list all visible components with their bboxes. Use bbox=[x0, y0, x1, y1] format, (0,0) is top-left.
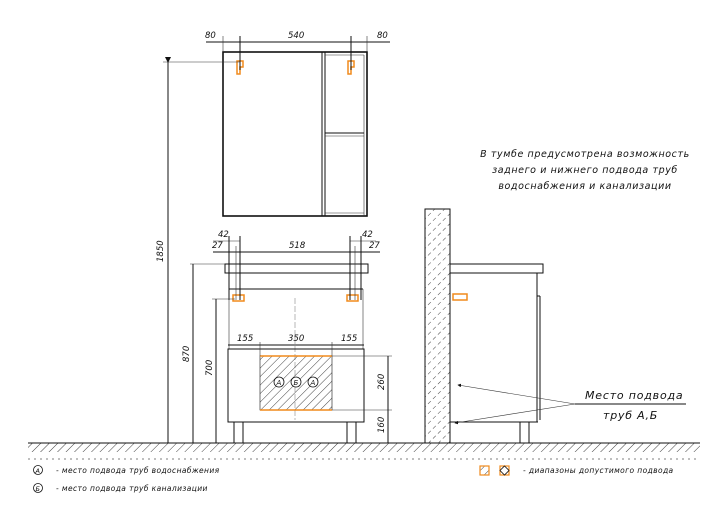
dim-total-height-group: 1850 bbox=[156, 57, 240, 443]
svg-text:Б: Б bbox=[36, 485, 41, 493]
dim-zone-right: 155 bbox=[341, 334, 357, 344]
marker-a-right: А bbox=[307, 376, 319, 388]
legend: А - место подвода труб водоснабжения Б -… bbox=[33, 465, 674, 493]
diamond-range-icon bbox=[499, 465, 510, 476]
vanity-front: А Б А bbox=[224, 263, 369, 444]
mirror-cabinet bbox=[222, 51, 368, 217]
dim-vanity-right-outer: 42 bbox=[362, 230, 373, 240]
marker-b: Б bbox=[290, 376, 302, 388]
svg-text:Б: Б bbox=[294, 379, 299, 387]
dim-zone-height: 260 bbox=[377, 374, 387, 390]
legend-marker-b: Б bbox=[33, 483, 43, 493]
svg-text:А: А bbox=[310, 379, 316, 387]
dim-vanity-width: 518 bbox=[289, 241, 306, 251]
dim-counter-height: 870 bbox=[182, 346, 192, 362]
svg-text:А: А bbox=[35, 467, 40, 475]
dim-mirror-width: 540 bbox=[288, 31, 304, 41]
dim-pipe-height: 700 bbox=[205, 360, 215, 376]
mirror-dimensions: 80 540 80 bbox=[205, 31, 390, 70]
dim-vanity-left-inner: 27 bbox=[212, 241, 223, 251]
dim-total-height: 1850 bbox=[156, 240, 166, 262]
svg-text:водоснабжения и канализации: водоснабжения и канализации bbox=[498, 181, 671, 192]
dim-mirror-right: 80 bbox=[377, 31, 388, 41]
pipe-outlet-right-icon bbox=[346, 294, 359, 302]
legend-water: - место подвода труб водоснабжения bbox=[56, 466, 220, 475]
dim-zone-width: 350 bbox=[288, 334, 304, 344]
pipe-outlet-side-icon bbox=[452, 293, 468, 301]
vanity-dimensions: 42 27 518 42 27 870 700 155 350 155 260 … bbox=[182, 230, 392, 443]
hatch-range-icon bbox=[479, 465, 490, 476]
svg-text:А: А bbox=[276, 379, 282, 387]
marker-a-left: А bbox=[273, 376, 285, 388]
dim-vanity-left-outer: 42 bbox=[218, 230, 229, 240]
svg-text:заднего и нижнего подвода труб: заднего и нижнего подвода труб bbox=[492, 165, 678, 176]
dim-zone-left: 155 bbox=[237, 334, 253, 344]
note-text: В тумбе предусмотрена возможность заднег… bbox=[480, 149, 690, 192]
side-view: Место подвода труб А,Б bbox=[424, 208, 686, 444]
pipe-outlet-left-icon bbox=[232, 294, 245, 302]
legend-marker-a: А bbox=[33, 465, 43, 475]
dim-vanity-right-inner: 27 bbox=[369, 241, 380, 251]
svg-text:В тумбе предусмотрена возможно: В тумбе предусмотрена возможность bbox=[480, 149, 690, 160]
dim-zone-bottom: 160 bbox=[377, 417, 387, 433]
dim-mirror-left: 80 bbox=[205, 31, 216, 41]
legend-ranges: - диапазоны допустимого подвода bbox=[523, 466, 674, 475]
floor bbox=[28, 442, 700, 460]
callout-line1: Место подвода bbox=[585, 389, 683, 402]
legend-sewer: - место подвода труб канализации bbox=[56, 484, 208, 493]
callout-line2: труб А,Б bbox=[603, 409, 658, 422]
